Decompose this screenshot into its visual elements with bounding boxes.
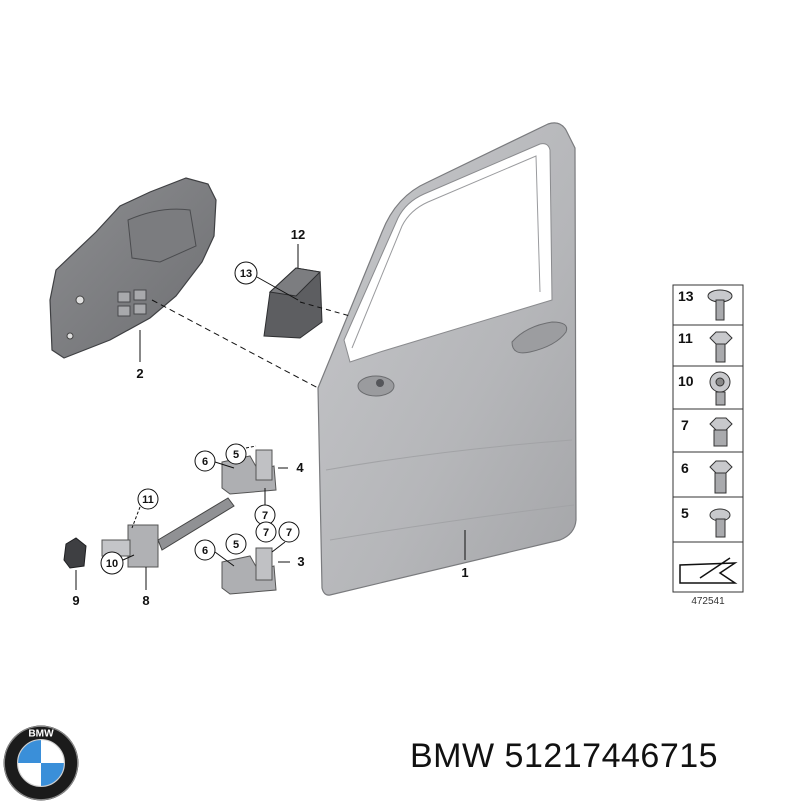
callout-screw-6a: 6 — [202, 456, 208, 468]
callout-screw-7c: 7 — [263, 527, 269, 539]
screw-7-icon — [709, 417, 733, 447]
legend-number-10: 10 — [678, 373, 694, 389]
hinge-lower — [221, 547, 277, 595]
callout-screw-5b: 5 — [233, 539, 239, 551]
callout-screw-6b: 6 — [202, 545, 208, 557]
door-inner-panel — [49, 177, 217, 359]
figure-id: 472541 — [691, 596, 725, 607]
callout-screw-11: 11 — [142, 494, 154, 506]
callout-buffer: 9 — [72, 593, 79, 608]
direction-arrow-icon — [679, 557, 738, 584]
legend-number-5: 5 — [681, 505, 689, 521]
buffer — [63, 537, 87, 569]
callout-panel: 2 — [136, 366, 143, 381]
screw-5-icon — [709, 508, 731, 538]
bracket — [263, 267, 323, 339]
brand-name: BMW — [410, 737, 495, 775]
screw-6-icon — [709, 460, 733, 494]
check-strap — [101, 497, 235, 568]
legend-number-6: 6 — [681, 460, 689, 476]
part-label: BMW 51217446715 — [410, 737, 718, 776]
screw-10-icon — [709, 371, 731, 406]
legend-number-11: 11 — [678, 330, 693, 346]
callout-hinge-lower: 3 — [297, 554, 304, 569]
door-shell — [317, 122, 577, 596]
callout-bracket: 12 — [291, 227, 305, 242]
legend-number-13: 13 — [678, 288, 694, 304]
bmw-logo: BMW — [3, 725, 79, 801]
legend-number-7: 7 — [681, 417, 689, 433]
callout-check-strap: 8 — [142, 593, 149, 608]
callout-screw-10: 10 — [106, 558, 118, 570]
callout-screw-5a: 5 — [233, 449, 239, 461]
callout-screw-7b: 7 — [286, 527, 292, 539]
screw-13-icon — [707, 289, 733, 321]
callout-door: 1 — [461, 565, 468, 580]
hinge-upper — [221, 449, 277, 495]
screw-11-icon — [709, 331, 733, 363]
part-number: 51217446715 — [504, 737, 719, 775]
fastener-legend: 13 11 10 7 6 5 — [672, 284, 744, 593]
logo-letters: BMW — [28, 728, 54, 739]
callout-screw-7a: 7 — [262, 510, 268, 522]
callout-screw-13: 13 — [240, 268, 252, 280]
callout-hinge-upper: 4 — [296, 460, 304, 475]
